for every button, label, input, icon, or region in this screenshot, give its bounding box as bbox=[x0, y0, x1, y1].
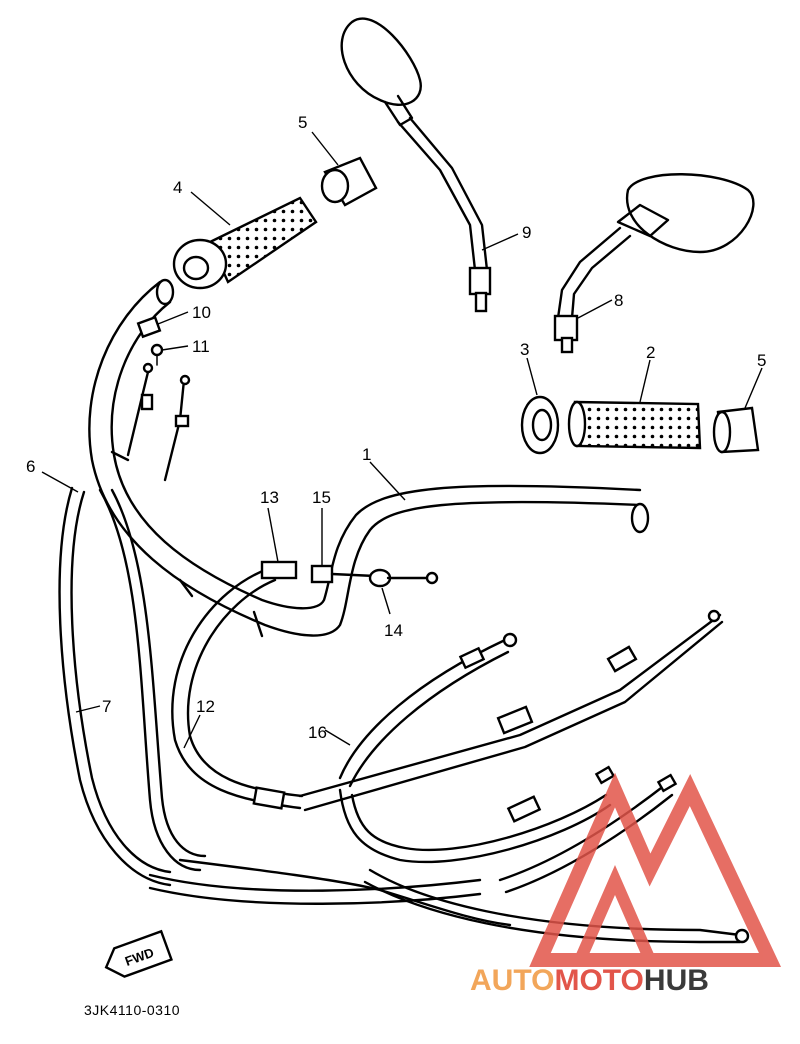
left-grip bbox=[172, 196, 318, 290]
lower-cables bbox=[148, 765, 750, 944]
right-grip-assembly bbox=[520, 395, 760, 455]
callout-14: 16 bbox=[308, 723, 327, 742]
callout-10: 12 bbox=[196, 697, 215, 716]
callout-16: 9 bbox=[522, 223, 531, 242]
watermark-text: AUTOMOTOHUB bbox=[470, 964, 709, 997]
throttle-cables bbox=[58, 486, 207, 887]
throttle-cable-ends bbox=[126, 315, 191, 482]
callout-leaders bbox=[41, 131, 763, 749]
callout-1: 1 bbox=[362, 445, 371, 464]
handlebar bbox=[88, 278, 650, 638]
callout-3: 3 bbox=[520, 340, 529, 359]
left-mirror bbox=[340, 17, 492, 313]
callout-labels: 4 5 10 11 6 7 12 13 15 14 16 1 2 3 5 9 8 bbox=[26, 113, 766, 742]
callout-8: 10 bbox=[192, 303, 211, 322]
callout-6: 6 bbox=[26, 457, 35, 476]
choke-cable bbox=[260, 560, 439, 588]
left-end-cap bbox=[320, 156, 378, 207]
callout-7: 7 bbox=[102, 697, 111, 716]
right-mirror bbox=[553, 173, 755, 354]
callout-9: 11 bbox=[192, 337, 210, 356]
callout-12: 14 bbox=[384, 621, 403, 640]
watermark-moto: MOTO bbox=[554, 964, 643, 997]
clutch-cable bbox=[171, 566, 724, 812]
watermark-auto: AUTO bbox=[470, 964, 554, 997]
callout-2: 2 bbox=[646, 343, 655, 362]
watermark-logo bbox=[529, 772, 782, 967]
callout-5-right: 5 bbox=[757, 351, 766, 370]
callout-5-left: 5 bbox=[298, 113, 307, 132]
callout-4: 4 bbox=[173, 178, 182, 197]
callout-11: 13 bbox=[260, 488, 279, 507]
callout-13: 15 bbox=[312, 488, 331, 507]
brake-cable bbox=[338, 632, 518, 788]
watermark-hub: HUB bbox=[644, 964, 709, 997]
callout-15: 8 bbox=[614, 291, 623, 310]
fwd-arrow: FWD bbox=[104, 929, 173, 978]
drawing-code: 3JK4110-0310 bbox=[84, 1002, 180, 1018]
